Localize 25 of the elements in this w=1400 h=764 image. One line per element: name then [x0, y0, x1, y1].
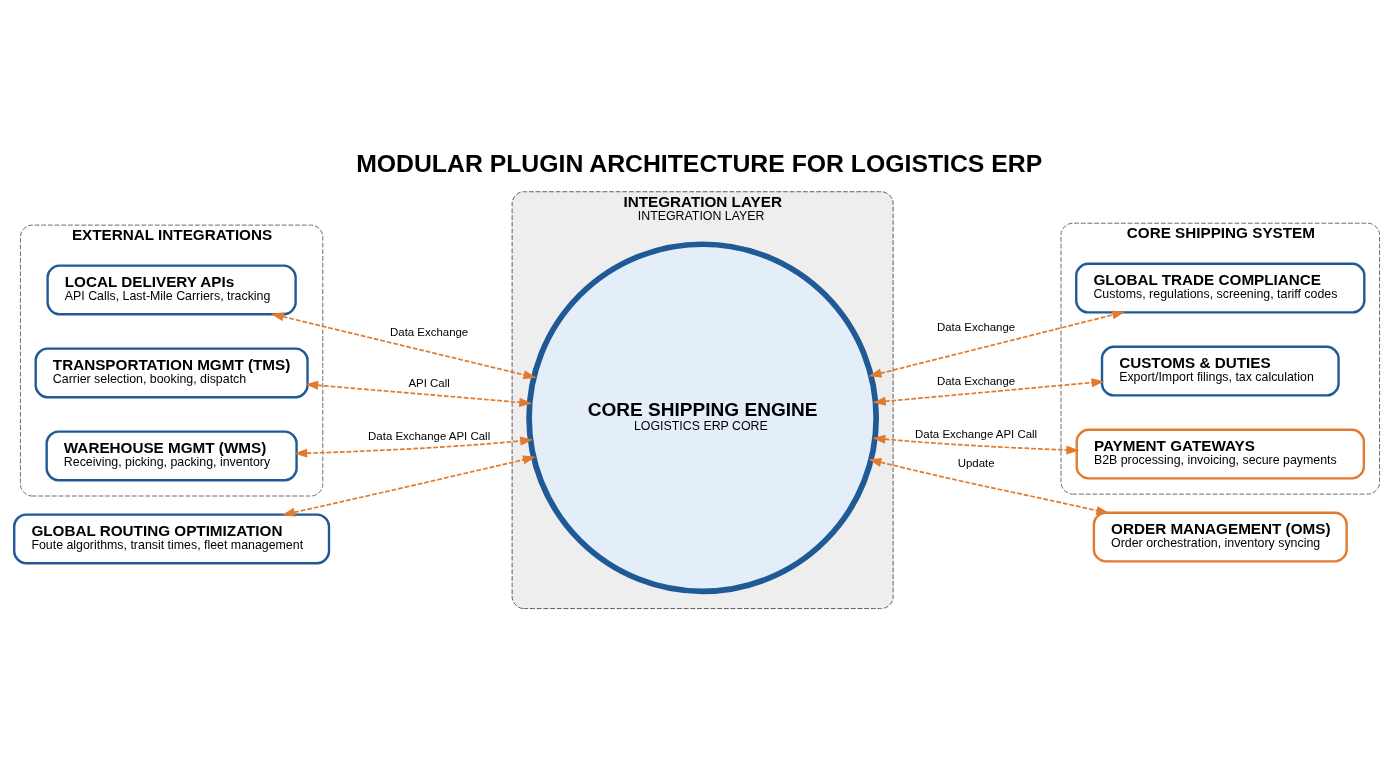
node-box: ORDER MANAGEMENT (OMS) Order orchestration, inventory syncing — [1092, 511, 1348, 563]
edge-label: Update — [957, 456, 995, 469]
arrow — [868, 457, 1110, 515]
node-box: LOCAL DELIVERY APIs API Calls, Last-Mile Carriers, tracking — [46, 263, 297, 315]
node-box: TRANSPORTATION MGMT (TMS) Carrier selection, booking, dispatch — [34, 346, 309, 398]
arrow — [305, 380, 533, 407]
node-box: GLOBAL TRADE COMPLIANCE Customs, regulations, screening, tariff codes — [1075, 262, 1366, 314]
edge-label: API Call — [408, 376, 450, 389]
node-box: WAREHOUSE MGMT (WMS) Receiving, picking, packing, inventory — [45, 429, 298, 481]
arrow — [868, 310, 1126, 378]
edge-label: Data Exchange API Call — [368, 429, 491, 442]
edge-label: Data Exchange API Call — [915, 427, 1038, 440]
edge-label: Data Exchange — [937, 374, 1016, 387]
arrow — [270, 311, 537, 379]
node-circle: CORE SHIPPING ENGINE LOGISTICS ERP CORE — [526, 240, 880, 594]
edge-label: Data Exchange — [937, 320, 1016, 333]
arrow — [872, 434, 1080, 455]
arrow — [294, 435, 534, 458]
diagram-title: MODULAR PLUGIN ARCHITECTURE FOR LOGISTICS ERP — [356, 149, 1043, 177]
arrow — [282, 454, 536, 517]
node-box: GLOBAL ROUTING OPTIMIZATION Foute algorithms, transit times, fleet management — [13, 512, 331, 564]
node-box: CUSTOMS & DUTIES Export/Import filings, tax calculation — [1100, 345, 1340, 397]
node-box: PAYMENT GATEWAYS B2B processing, invoicing, secure payments — [1075, 428, 1365, 480]
edge-label: Data Exchange — [390, 325, 469, 338]
arrow — [872, 377, 1105, 406]
